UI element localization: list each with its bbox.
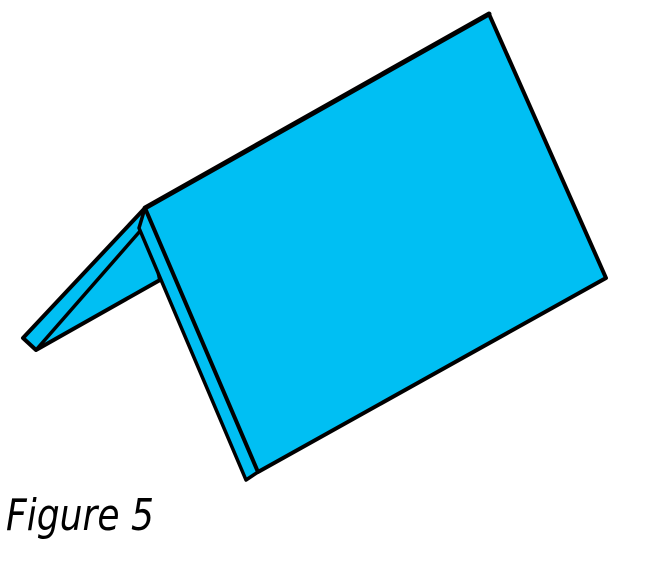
tent-card-icon xyxy=(21,11,608,482)
back-panel-fold-line xyxy=(34,228,143,352)
figure-caption: Figure 5 xyxy=(6,490,155,541)
crease-line xyxy=(142,11,492,211)
